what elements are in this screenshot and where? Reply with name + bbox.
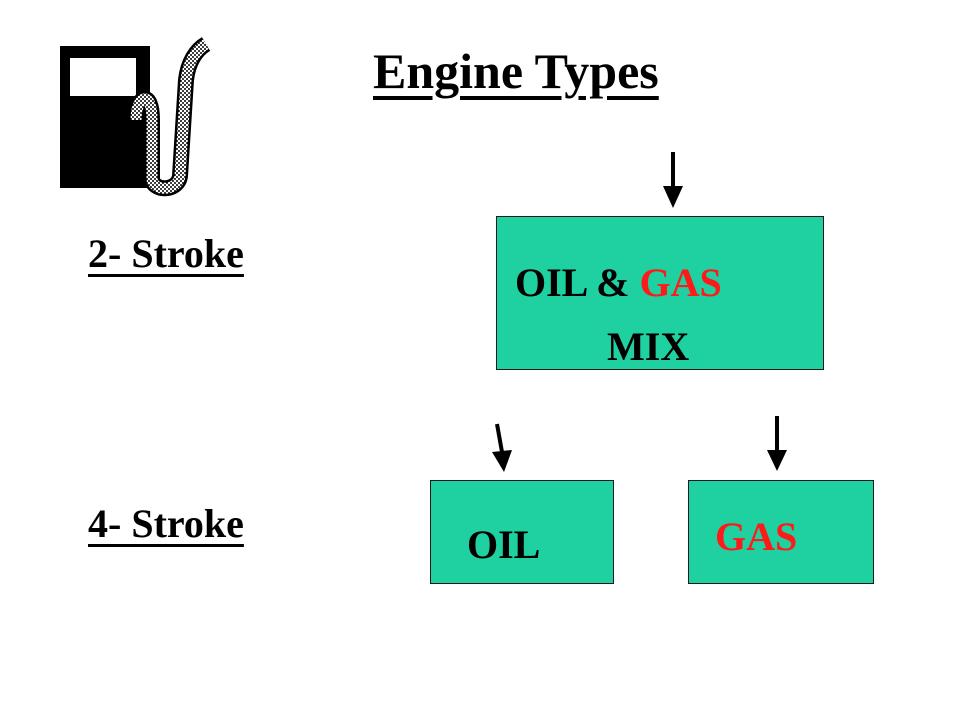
gas-box: GAS <box>688 480 874 584</box>
page-title: Engine Types <box>373 43 659 99</box>
mix-box: OIL & GAS MIX <box>496 216 824 370</box>
oil-and-text: OIL & <box>515 260 640 305</box>
oil-box-text: OIL <box>467 522 541 567</box>
gas-text: GAS <box>639 260 722 305</box>
gas-box-text: GAS <box>715 514 798 559</box>
four-stroke-label: 4- Stroke <box>88 501 244 546</box>
arrow-to-gas-box <box>767 416 787 471</box>
mix-box-line2: MIX <box>607 324 690 369</box>
oil-box: OIL <box>430 480 614 584</box>
mix-box-line1: OIL & GAS <box>515 259 722 306</box>
arrow-to-mix-box <box>663 152 683 208</box>
two-stroke-label: 2- Stroke <box>88 231 244 276</box>
arrow-to-oil-box <box>492 423 512 472</box>
